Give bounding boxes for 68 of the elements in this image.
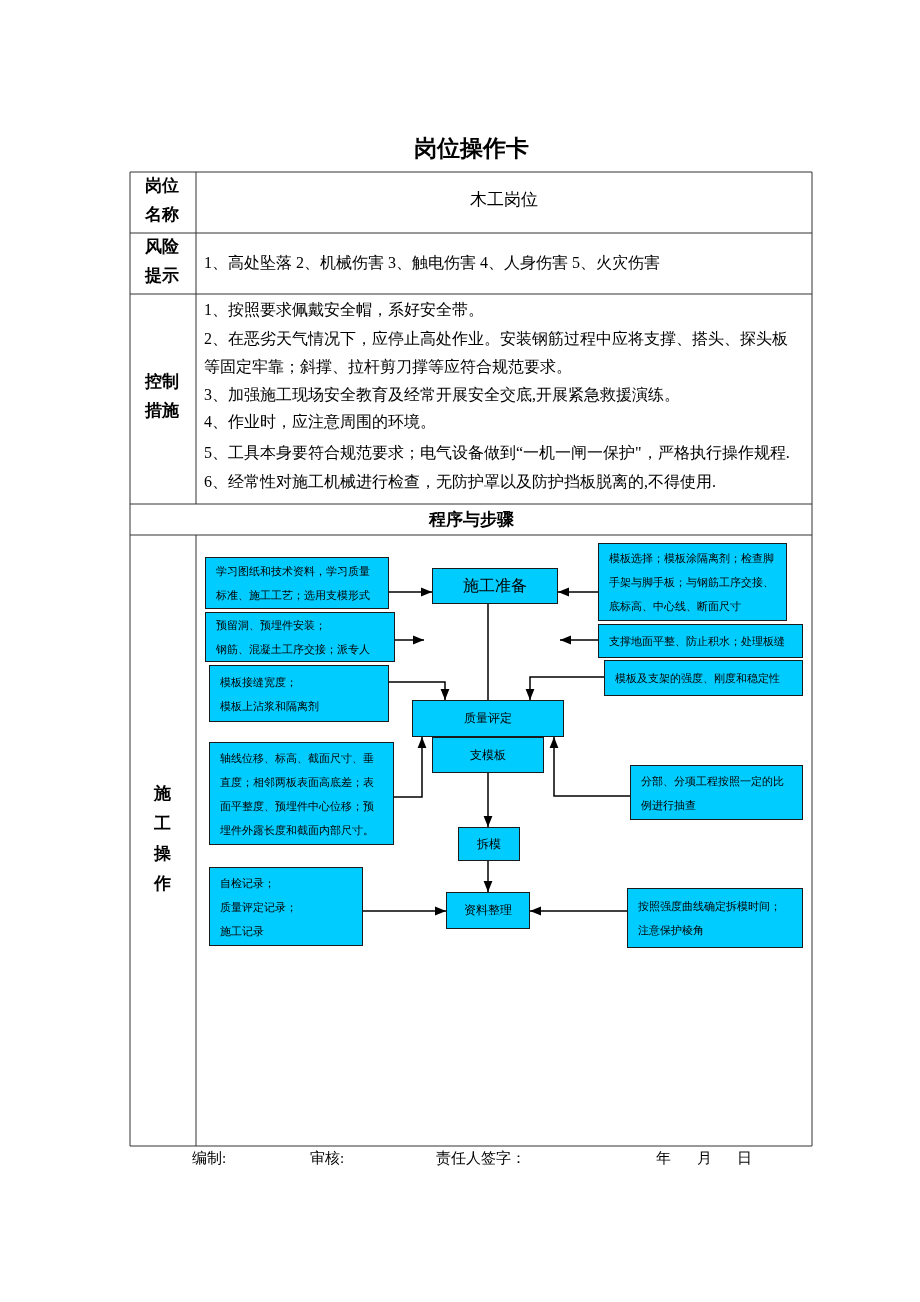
note-text: 支撑地面平整、防止积水；处理板缝: [609, 634, 785, 649]
note-text: 注意保护棱角: [638, 923, 704, 938]
note-text: 模板上沾浆和隔离剂: [220, 698, 319, 714]
job-title: 木工岗位: [470, 189, 538, 211]
process-box: [458, 827, 520, 861]
step-label: 拆模: [477, 835, 501, 853]
measure-item: 1、按照要求佩戴安全帽，系好安全带。: [204, 300, 484, 320]
signature-label: 责任人签字：: [436, 1149, 526, 1168]
note-box: [630, 765, 803, 820]
process-box: [446, 892, 530, 929]
row-heading: 施工操作: [154, 782, 172, 895]
arrow: [529, 906, 628, 916]
note-box: [604, 660, 803, 696]
note-text: 按照强度曲线确定拆模时间；: [638, 899, 781, 914]
date-label: 年: [656, 1149, 671, 1168]
note-text: 质量评定记录；: [220, 899, 297, 915]
arrow: [483, 772, 493, 828]
signature-label: 编制:: [192, 1149, 227, 1168]
note-box: [627, 888, 803, 948]
step-label: 质量评定: [464, 710, 512, 727]
measure-item: 4、作业时，应注意周围的环境。: [204, 412, 436, 432]
arrow: [559, 635, 599, 645]
note-box: [205, 612, 395, 662]
note-text: 施工记录: [220, 923, 264, 939]
arrow: [557, 587, 599, 597]
note-text: 预留洞、预埋件安装；: [216, 618, 326, 633]
arrow: [388, 681, 450, 701]
row-heading: 岗位名称: [145, 174, 180, 226]
note-box: [205, 557, 389, 609]
process-box: [432, 737, 544, 773]
note-text: 模板接缝宽度；: [220, 674, 297, 690]
note-text: 钢筋、混凝土工序交接；派专人: [216, 642, 370, 657]
measure-item: 3、加强施工现场安全教育及经常开展安全交底,开展紧急救援演练。: [204, 385, 680, 405]
arrow: [483, 860, 493, 893]
note-text: 轴线位移、标高、截面尺寸、垂直度；相邻两板表面高底差；表面平整度、预埋件中心位移；预埋件外露长度和截面内部尺寸。: [220, 750, 375, 838]
row-heading: 控制措施: [145, 370, 180, 422]
date-label: 日: [737, 1149, 752, 1168]
arrow: [549, 736, 631, 797]
signature-label: 审核:: [310, 1149, 345, 1168]
note-text: 模板及支架的强度、刚度和稳定性: [615, 671, 780, 686]
step-label: 支模板: [470, 746, 506, 764]
note-text: 学习图纸和技术资料，学习质量标准、施工工艺；选用支模形式: [216, 564, 371, 603]
section-heading: 程序与步骤: [428, 508, 514, 531]
step-label: 施工准备: [463, 576, 527, 596]
note-box: [209, 867, 363, 946]
page-title: 岗位操作卡: [413, 134, 529, 163]
risk-list: 1、高处坠落 2、机械伤害 3、触电伤害 4、人身伤害 5、火灾伤害: [204, 251, 660, 275]
note-box: [209, 665, 389, 722]
row-heading: 风险提示: [145, 235, 180, 287]
measure-item: 2、在恶劣天气情况下，应停止高处作业。安装钢筋过程中应将支撑、搭头、探头板等固定牢靠；斜撑、拉杆剪刀撑等应符合规范要求。: [204, 329, 789, 377]
note-text: 分部、分项工程按照一定的比例进行抽查: [641, 773, 785, 813]
arrow: [362, 906, 447, 916]
arrow: [393, 736, 427, 798]
measure-item: 5、工具本身要符合规范要求；电气设备做到“一机一闸一保护"，严格执行操作规程.: [204, 443, 790, 463]
process-box: [432, 568, 558, 604]
note-text: 自检记录；: [220, 875, 275, 891]
note-box: [598, 624, 803, 658]
note-text: 模板选择；模板涂隔离剂；检查脚手架与脚手板；与钢筋工序交接、底标高、中心线、断面尺寸: [609, 551, 775, 614]
connector-line: [487, 603, 489, 701]
date-label: 月: [697, 1149, 712, 1168]
measure-item: 6、经常性对施工机械进行检查，无防护罩以及防护挡板脱离的,不得使用.: [204, 472, 716, 492]
process-box: [412, 700, 564, 737]
arrow: [388, 587, 433, 597]
note-box: [598, 543, 787, 621]
note-box: [209, 742, 394, 845]
step-label: 资料整理: [464, 902, 512, 919]
arrow: [394, 635, 425, 645]
arrow: [525, 676, 605, 701]
